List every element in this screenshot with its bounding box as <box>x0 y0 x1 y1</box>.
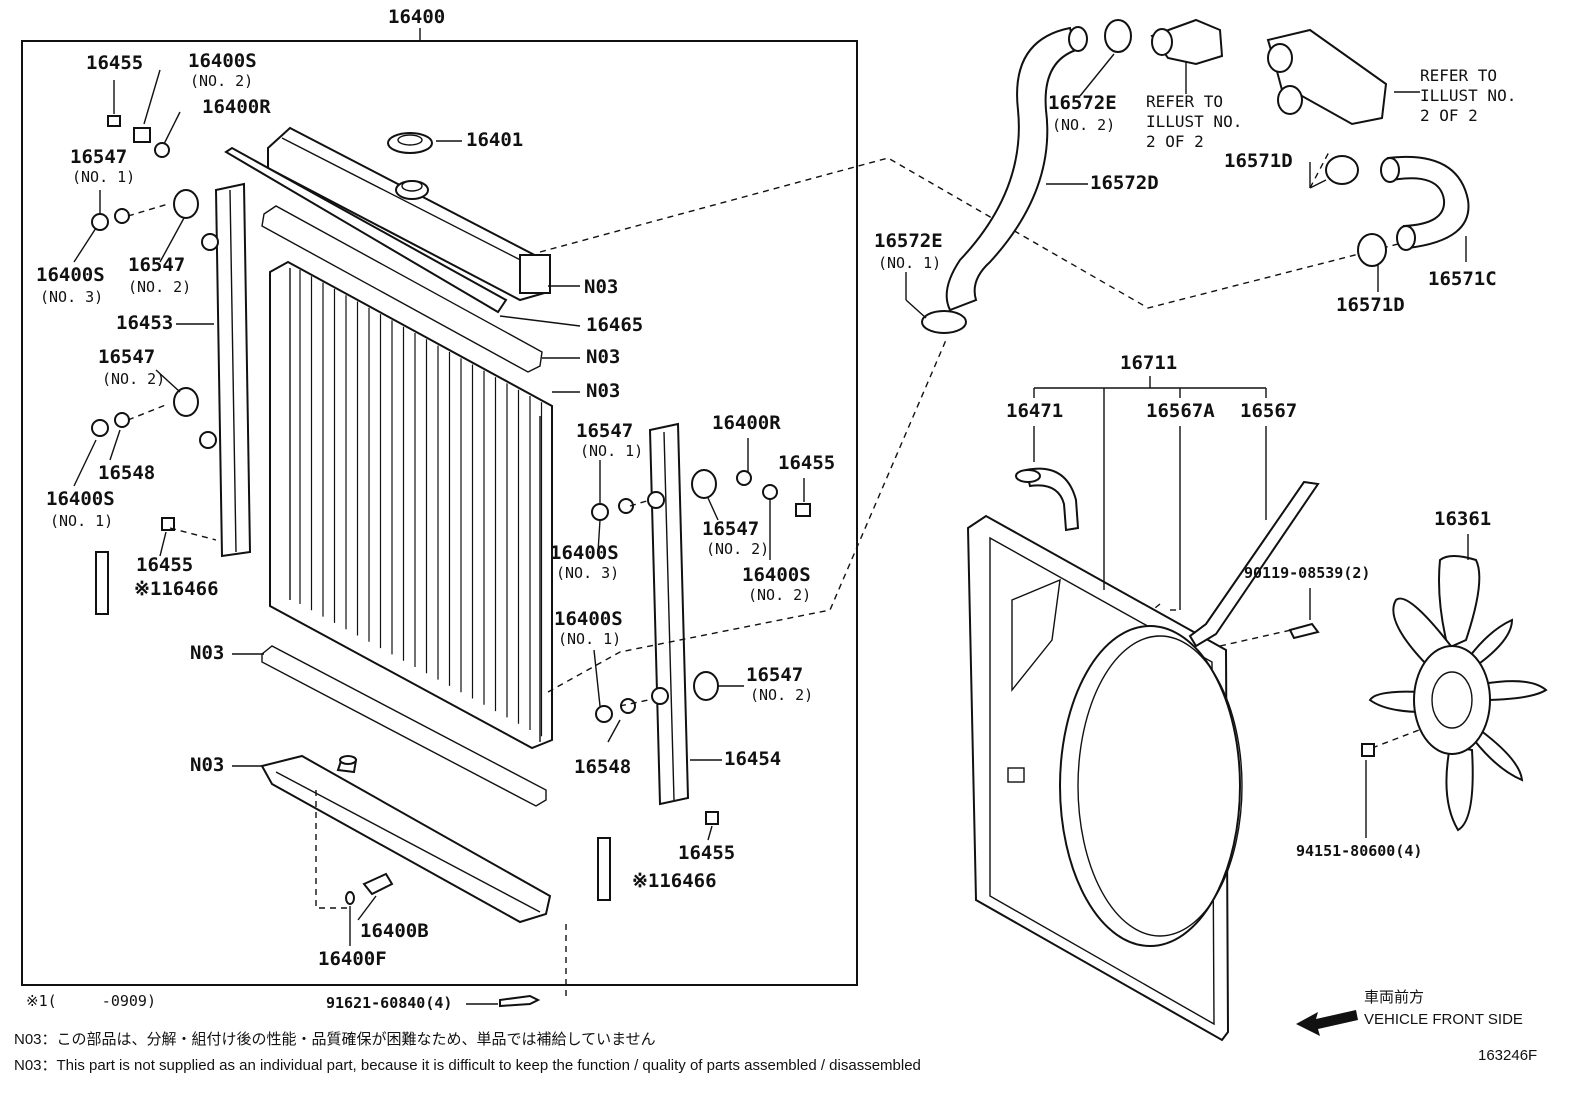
callout-sub: (NO. 2) <box>1052 116 1116 134</box>
callout-16455: 16455 <box>778 452 836 474</box>
callout-16711: 16711 <box>1120 352 1178 374</box>
lower-tank <box>260 754 552 924</box>
callout-16571D: 16571D <box>1336 294 1405 316</box>
callout-16400S: 16400S <box>46 488 115 510</box>
callout-sub: (NO. 2) <box>750 686 814 704</box>
assembly-frame-16400 <box>21 40 858 986</box>
callout-16572E: 16572E <box>874 230 943 252</box>
callout-sub: (NO. 1) <box>558 630 622 648</box>
fan <box>1361 555 1548 832</box>
right-support <box>647 422 690 806</box>
callout-16400S: 16400S <box>554 608 623 630</box>
callout-16547: 16547 <box>98 346 156 368</box>
callout-16547: 16547 <box>702 518 760 540</box>
callout-sub: (NO. 1) <box>580 442 644 460</box>
callout-sub: (NO. 2) <box>748 586 812 604</box>
callout-16400F: 16400F <box>318 948 387 970</box>
callout-16455: 16455 <box>86 52 144 74</box>
callout-16453: 16453 <box>116 312 174 334</box>
upper-hose <box>921 19 1132 334</box>
front-arrow <box>1296 1010 1358 1036</box>
callout-sub: (NO. 3) <box>556 564 620 582</box>
footnote-jp: N03：この部品は、分解・組付け後の性能・品質確保が困難なため、単品では補給して… <box>14 1031 656 1048</box>
callout-16400S: 16400S <box>550 542 619 564</box>
callout-16571D: 16571D <box>1224 150 1293 172</box>
callout-sub: (NO. 1) <box>878 254 942 272</box>
callout-16455: 16455 <box>678 842 736 864</box>
callout-16548: 16548 <box>574 756 632 778</box>
callout-sub: (NO. 1) <box>72 168 136 186</box>
footnote-range: ※1( -0909) <box>26 992 156 1010</box>
lower-hose <box>1325 155 1470 267</box>
illustration-id: 163246F <box>1478 1047 1538 1064</box>
outlet-fitting <box>1150 18 1224 66</box>
callout-16400: 16400 <box>388 6 446 28</box>
callout-16400R: 16400R <box>202 96 271 118</box>
radiator-cap <box>387 132 433 154</box>
gasket-lower <box>261 645 547 807</box>
callout-sub: (NO. 2) <box>102 370 166 388</box>
seal-16465 <box>224 146 508 314</box>
drain-cock <box>345 872 394 905</box>
water-inlet <box>1266 28 1388 126</box>
callout-16572E: 16572E <box>1048 92 1117 114</box>
callout-16547: 16547 <box>746 664 804 686</box>
callout-sub: (NO. 2) <box>190 72 254 90</box>
gasket-upper <box>261 205 543 373</box>
callout-16547: 16547 <box>128 254 186 276</box>
direction-jp: 車両前方 <box>1364 989 1425 1006</box>
callout-16572D: 16572D <box>1090 172 1159 194</box>
callout-16465: 16465 <box>586 314 644 336</box>
bolt-90119 <box>1288 622 1320 640</box>
callout-16455: 16455 <box>136 554 194 576</box>
callout-16466: ※116466 <box>134 578 219 600</box>
callout-16547: 16547 <box>70 146 128 168</box>
refer-note: REFER TO ILLUST NO. 2 OF 2 <box>1420 66 1517 125</box>
callout-16567: 16567 <box>1240 400 1298 422</box>
callout-16471: 16471 <box>1006 400 1064 422</box>
callout-94151: 94151-80600(4) <box>1296 842 1423 860</box>
callout-N03: N03 <box>584 276 619 298</box>
callout-16548: 16548 <box>98 462 156 484</box>
left-support <box>199 182 252 558</box>
radiator-core <box>269 260 553 750</box>
callout-16454: 16454 <box>724 748 782 770</box>
callout-16400R: 16400R <box>712 412 781 434</box>
callout-sub: (NO. 2) <box>128 278 192 296</box>
callout-16400S: 16400S <box>36 264 105 286</box>
hose-16567 <box>1188 480 1320 648</box>
callout-16567A: 16567A <box>1146 400 1215 422</box>
callout-16400B: 16400B <box>360 920 429 942</box>
callout-N03: N03 <box>586 380 621 402</box>
callout-N03: N03 <box>586 346 621 368</box>
callout-16400S: 16400S <box>188 50 257 72</box>
footnote-en: N03：This part is not supplied as an indi… <box>14 1057 921 1074</box>
callout-16466: ※116466 <box>632 870 717 892</box>
refer-note: REFER TO ILLUST NO. 2 OF 2 <box>1146 92 1243 151</box>
direction-en: VEHICLE FRONT SIDE <box>1364 1011 1523 1028</box>
callout-91621: 91621-60840(4) <box>326 994 453 1012</box>
callout-90119: 90119-08539(2) <box>1244 564 1371 582</box>
callout-sub: (NO. 3) <box>40 288 104 306</box>
fan-shroud <box>966 514 1243 1042</box>
callout-N03: N03 <box>190 642 225 664</box>
callout-sub: (NO. 1) <box>50 512 114 530</box>
callout-N03: N03 <box>190 754 225 776</box>
callout-16361: 16361 <box>1434 508 1492 530</box>
callout-16547: 16547 <box>576 420 634 442</box>
leader-lines <box>73 53 1469 1005</box>
overflow-pipe <box>1015 467 1080 532</box>
callout-16401: 16401 <box>466 129 524 151</box>
callout-16571C: 16571C <box>1428 268 1497 290</box>
upper-tank <box>267 126 551 302</box>
callout-sub: (NO. 2) <box>706 540 770 558</box>
callout-16400S: 16400S <box>742 564 811 586</box>
fasteners <box>91 115 811 1008</box>
